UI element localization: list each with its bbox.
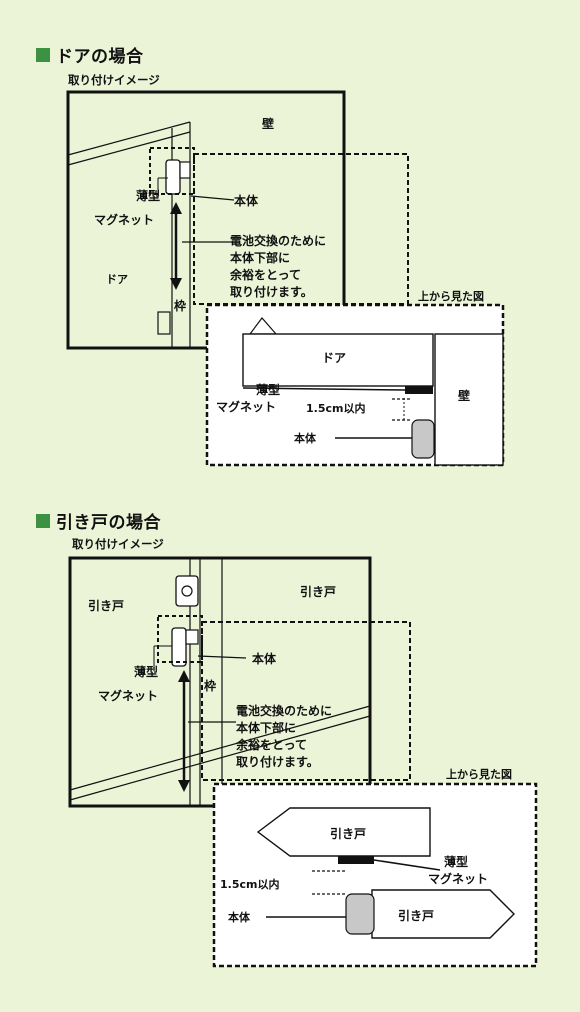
distance-label: 1.5cm以内 — [220, 877, 279, 891]
note-line-1: 電池交換のために — [236, 703, 332, 718]
note-line-3: 余裕をとって — [229, 267, 301, 282]
door-handle — [157, 311, 171, 335]
top-wall-label: 壁 — [458, 388, 470, 403]
top-device — [411, 419, 435, 459]
magnet-label-1: 薄型 — [136, 188, 160, 203]
body-label: 本体 — [252, 651, 277, 666]
magnet-label-2: マグネット — [98, 688, 158, 703]
device-body — [171, 627, 187, 667]
illustration-frame — [68, 556, 372, 808]
top-device — [345, 893, 375, 935]
section-subtitle: 取り付けイメージ — [68, 73, 160, 87]
section-title-door: ドアの場合 — [36, 42, 144, 67]
magnet — [179, 161, 191, 179]
top-magnet-label-2: マグネット — [428, 871, 488, 886]
note-line-4: 取り付けます。 — [236, 754, 319, 769]
square-bullet-icon — [36, 47, 50, 62]
section-title-text: 引き戸の場合 — [56, 513, 161, 533]
magnet — [185, 629, 199, 645]
sliding-right-label: 引き戸 — [300, 585, 336, 599]
frame-label: 枠 — [204, 678, 216, 693]
note-line-2: 本体下部に — [230, 250, 290, 265]
top-sliding-lower-label: 引き戸 — [398, 909, 434, 923]
top-sliding-upper-label: 引き戸 — [330, 827, 366, 841]
body-label: 本体 — [234, 193, 259, 208]
note-line-3: 余裕をとって — [235, 737, 307, 752]
top-magnet-label-2: マグネット — [216, 399, 276, 414]
top-sliding-lower — [371, 889, 515, 939]
top-magnet — [338, 856, 374, 864]
distance-label: 1.5cm以内 — [306, 401, 365, 415]
frame-label: 枠 — [174, 298, 186, 313]
magnet-label-1: 薄型 — [134, 664, 158, 679]
section-title-sliding: 引き戸の場合 — [36, 508, 161, 533]
top-body-label: 本体 — [294, 431, 317, 445]
top-magnet — [405, 386, 433, 394]
top-door-label: ドア — [322, 351, 346, 365]
sliding-left-label: 引き戸 — [88, 599, 124, 613]
top-body-label: 本体 — [228, 910, 251, 924]
magnet-label-2: マグネット — [94, 212, 154, 227]
top-view-label: 上から見た図 — [418, 289, 484, 303]
square-bullet-icon — [36, 513, 50, 528]
wall-label: 壁 — [262, 116, 274, 131]
top-magnet-label-1: 薄型 — [256, 382, 280, 397]
top-view-label: 上から見た図 — [446, 767, 512, 781]
note-line-2: 本体下部に — [236, 720, 296, 735]
top-sliding-upper — [256, 807, 431, 857]
section-title-text: ドアの場合 — [56, 47, 144, 67]
note-line-4: 取り付けます。 — [230, 284, 313, 299]
note-line-1: 電池交換のために — [230, 233, 326, 248]
door-label: ドア — [106, 273, 128, 286]
top-wall — [434, 333, 504, 466]
callout-box — [149, 147, 195, 195]
top-magnet-label-1: 薄型 — [444, 854, 468, 869]
top-door — [242, 333, 434, 387]
section-subtitle: 取り付けイメージ — [72, 537, 164, 551]
upper-lock — [175, 575, 199, 607]
